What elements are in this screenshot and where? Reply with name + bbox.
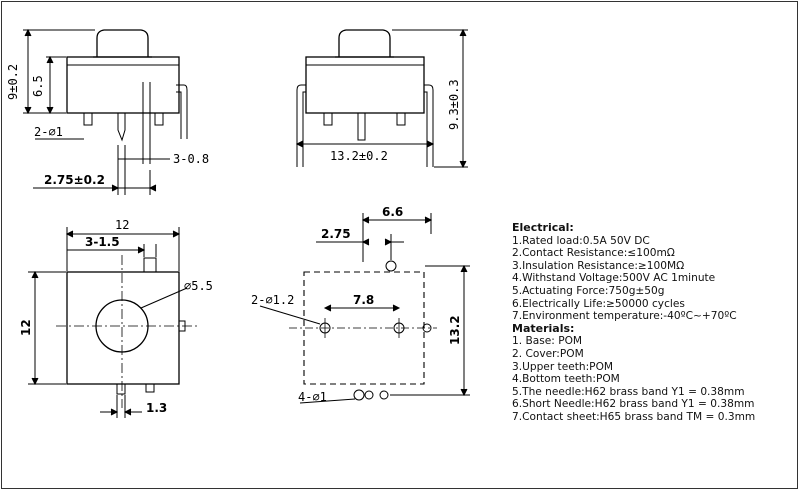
materials-heading: Materials: xyxy=(512,321,575,335)
dim-hole-4-phi1: 4-⌀1 xyxy=(298,390,327,404)
footprint-view: 6.6 2.75 7.8 2-⌀1.2 13.2 4-⌀1 xyxy=(251,205,470,404)
dim-spacing-3-1-5: 3-1.5 xyxy=(85,235,120,249)
dim-pin-3-0-8: 3-0.8 xyxy=(173,152,209,166)
dim-width-12: 12 xyxy=(115,218,129,232)
electrical-item: 6.Electrically Life:≥50000 cycles xyxy=(512,297,685,310)
dim-hole-2-phi1-2: 2-⌀1.2 xyxy=(251,293,294,307)
dim-pin-1-3: 1.3 xyxy=(146,401,167,415)
materials-item: 4.Bottom teeth:POM xyxy=(512,373,620,386)
materials-item: 7.Contact sheet:H65 brass band TM = 0.3m… xyxy=(512,410,756,423)
materials-item: 6.Short Needle:H62 brass band Y1 = 0.38m… xyxy=(512,398,755,411)
spec-panel: Electrical: 1.Rated load:0.5A 50V DC 2.C… xyxy=(512,221,797,424)
top-view: 12 3-1.5 ⌀5.5 12 1.3 xyxy=(19,218,213,418)
dim-hole-2-phi1: 2-⌀1 xyxy=(34,125,63,139)
electrical-item: 7.Environment temperature:-40ºC~+70ºC xyxy=(512,310,737,323)
materials-item: 5.The needle:H62 brass band Y1 = 0.38mm xyxy=(512,385,745,398)
dim-height-13-2-footprint: 13.2 xyxy=(448,315,462,345)
dim-offset-2-75-footprint: 2.75 xyxy=(321,227,351,241)
electrical-heading: Electrical: xyxy=(512,221,574,234)
materials-item: 2. Cover:POM xyxy=(512,347,584,360)
electrical-item: 1.Rated load:0.5A 50V DC xyxy=(512,234,650,247)
electrical-item: 5.Actuating Force:750g±50g xyxy=(512,284,665,297)
materials-item: 3.Upper teeth:POM xyxy=(512,360,614,373)
electrical-item: 4.Withstand Voltage:500V AC 1minute xyxy=(512,272,716,285)
side-view-left: 9±0.2 6.5 2-⌀1 3-0.8 2.75±0.2 xyxy=(6,28,209,195)
electrical-item: 3.Insulation Resistance:≥100MΩ xyxy=(512,259,685,272)
electrical-item: 2.Contact Resistance:≤100mΩ xyxy=(512,247,675,260)
dim-width-6-6: 6.6 xyxy=(382,205,403,219)
dim-body-6-5: 6.5 xyxy=(31,75,45,97)
dim-diameter-5-5: ⌀5.5 xyxy=(184,279,213,293)
dim-height-9: 9±0.2 xyxy=(6,64,20,100)
dim-height-12: 12 xyxy=(19,319,33,336)
dim-spacing-7-8: 7.8 xyxy=(353,293,374,307)
dim-width-13-2: 13.2±0.2 xyxy=(330,149,388,163)
dim-height-9-3: 9.3±0.3 xyxy=(447,79,461,130)
materials-item: 1. Base: POM xyxy=(512,335,583,348)
dim-offset-2-75: 2.75±0.2 xyxy=(44,173,105,187)
side-view-right: 13.2±0.2 9.3±0.3 xyxy=(295,28,468,169)
